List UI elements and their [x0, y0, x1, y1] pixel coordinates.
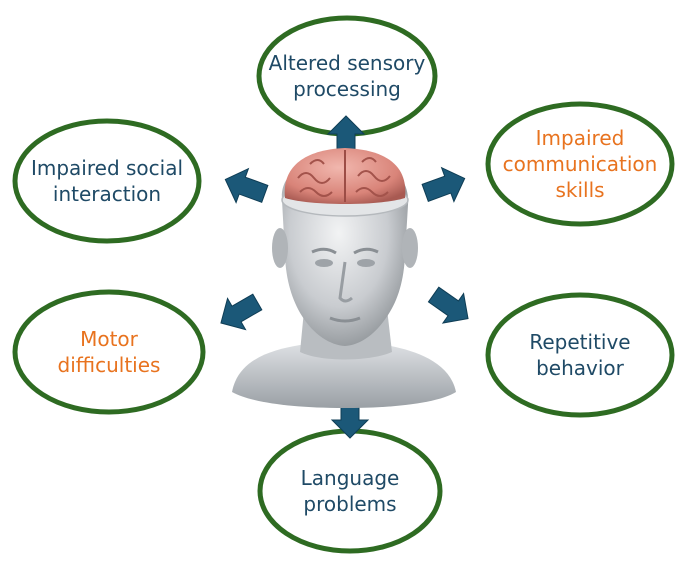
node-label-line: problems — [303, 492, 396, 516]
node-label-line: difficulties — [58, 353, 161, 377]
node-label-line: Repetitive — [529, 330, 630, 354]
arrow-to-motor-difficulties — [220, 293, 263, 331]
node-label-line: interaction — [53, 182, 161, 206]
human-head-with-brain-icon — [232, 148, 456, 408]
node-label-line: Impaired — [536, 126, 625, 150]
node-label-line: behavior — [536, 356, 625, 380]
node-ellipse — [12, 289, 206, 415]
arrow-to-impaired-social — [224, 167, 269, 204]
node-label-line: Impaired social — [31, 156, 183, 180]
arrow-to-impaired-communication — [421, 166, 466, 203]
node-ellipse — [12, 118, 202, 244]
node-label-line: processing — [293, 77, 401, 101]
node-label-line: Motor — [80, 327, 139, 351]
node-ellipse — [485, 101, 675, 227]
arrow-to-repetitive-behavior — [427, 286, 469, 324]
node-label-line: Altered sensory — [269, 51, 426, 75]
node-ellipse — [485, 292, 675, 418]
node-label-line: Language — [301, 466, 400, 490]
node-label-line: communication — [503, 152, 658, 176]
node-ellipse — [257, 428, 443, 554]
node-label-line: skills — [555, 178, 604, 202]
